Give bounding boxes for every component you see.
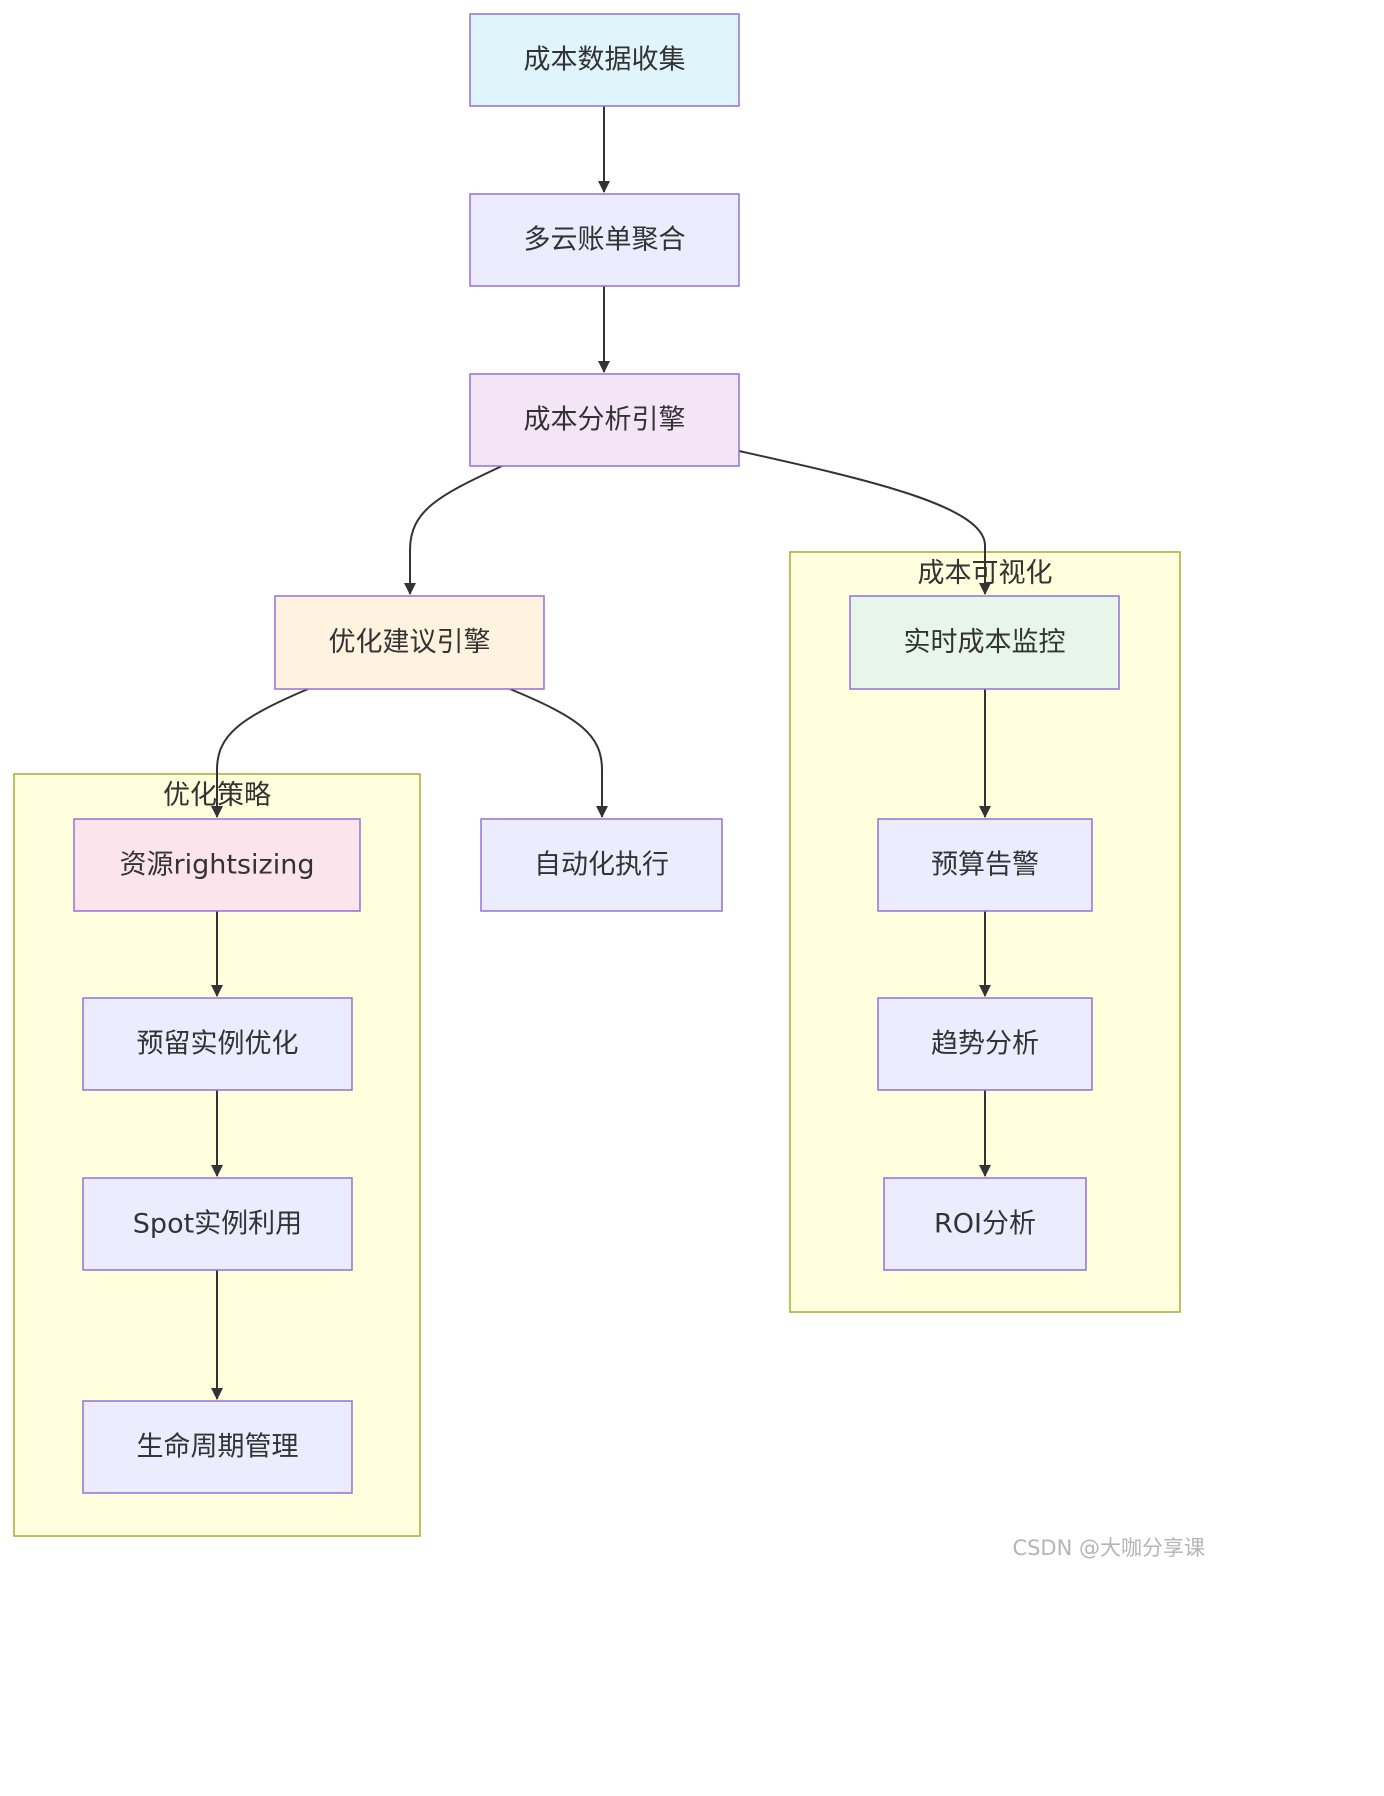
node-spot-instance-utilization-label: Spot实例利用 [133, 1209, 302, 1240]
node-budget-alert-label: 预算告警 [931, 850, 1039, 881]
edge-analysis-engine-to-recommendation-engine [404, 465, 503, 595]
node-realtime-cost-monitoring: 实时成本监控 [849, 595, 1120, 690]
node-realtime-cost-monitoring-label: 实时成本监控 [904, 627, 1066, 658]
node-cost-analysis-engine-label: 成本分析引擎 [524, 405, 686, 436]
node-automated-execution: 自动化执行 [480, 818, 723, 912]
flowchart-diagram: 优化策略 成本可视化 成本数据收集 多云账单聚合 成本分析引擎 优化建议引擎 [13, 13, 1205, 1560]
node-optimization-recommendation-engine-label: 优化建议引擎 [329, 627, 491, 658]
edges [211, 106, 991, 1400]
node-reserved-instance-optimization-label: 预留实例优化 [137, 1029, 299, 1060]
node-spot-instance-utilization: Spot实例利用 [82, 1177, 353, 1271]
node-trend-analysis-label: 趋势分析 [931, 1029, 1039, 1060]
node-lifecycle-management-label: 生命周期管理 [137, 1432, 299, 1463]
node-resource-rightsizing: 资源rightsizing [73, 818, 361, 912]
node-resource-rightsizing-label: 资源rightsizing [120, 850, 315, 881]
node-multicloud-billing-aggregation: 多云账单聚合 [469, 193, 740, 287]
edge-recommendation-engine-to-auto-execution [509, 688, 608, 818]
node-roi-analysis-label: ROI分析 [934, 1209, 1036, 1240]
node-roi-analysis: ROI分析 [883, 1177, 1087, 1271]
node-cost-data-collection-label: 成本数据收集 [524, 45, 686, 76]
node-multicloud-billing-aggregation-label: 多云账单聚合 [524, 225, 686, 256]
node-reserved-instance-optimization: 预留实例优化 [82, 997, 353, 1091]
node-trend-analysis: 趋势分析 [877, 997, 1093, 1091]
edge-analysis-engine-to-realtime-monitoring [738, 450, 991, 595]
node-budget-alert: 预算告警 [877, 818, 1093, 912]
node-cost-analysis-engine: 成本分析引擎 [469, 373, 740, 467]
node-cost-data-collection: 成本数据收集 [469, 13, 740, 107]
node-optimization-recommendation-engine: 优化建议引擎 [274, 595, 545, 690]
node-automated-execution-label: 自动化执行 [534, 850, 669, 881]
node-lifecycle-management: 生命周期管理 [82, 1400, 353, 1494]
watermark-text: CSDN @大咖分享课 [1012, 1536, 1205, 1560]
edge-recommendation-engine-to-rightsizing [211, 688, 309, 818]
